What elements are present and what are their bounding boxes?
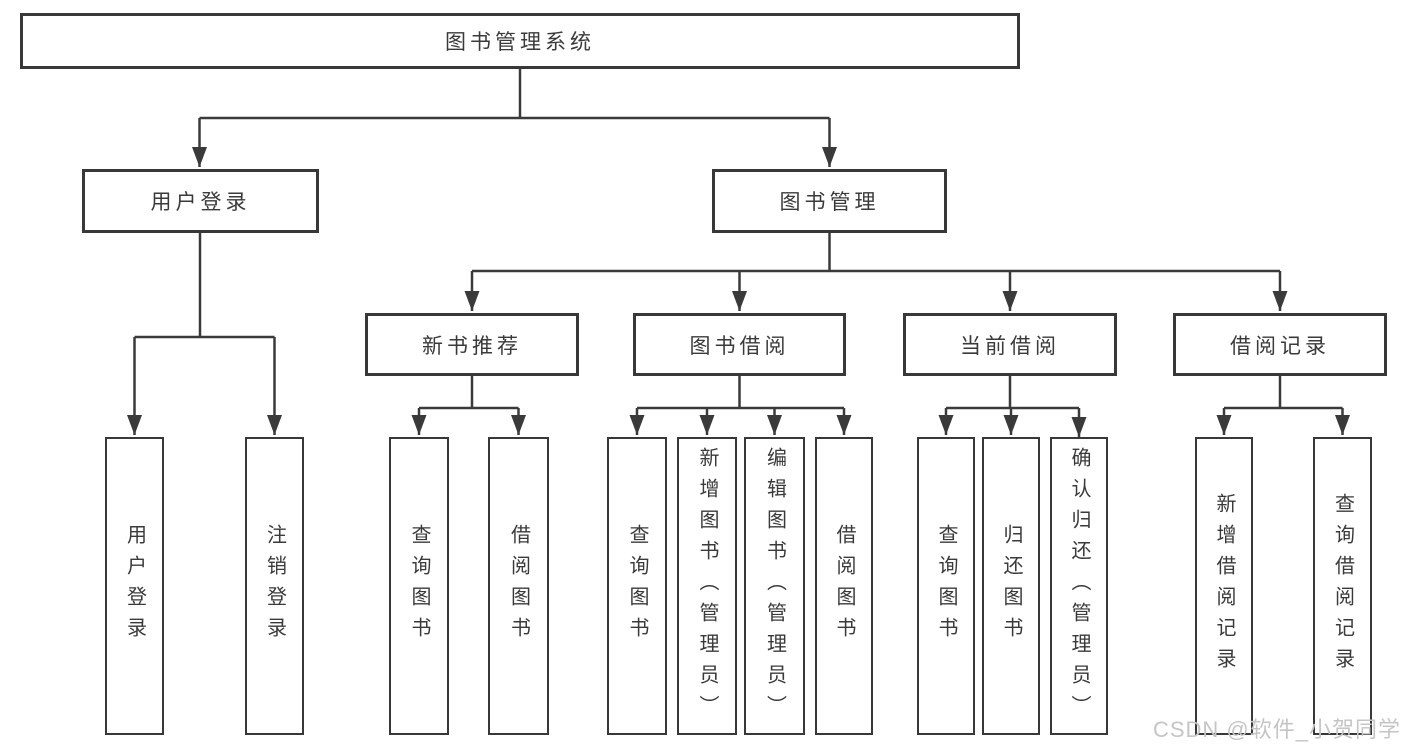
leaf-borrow-query-books: 查询图书 bbox=[607, 437, 667, 735]
leaf-borrow-add-books-admin: 新增图书（管理员） bbox=[677, 437, 737, 735]
node-book-management: 图书管理 bbox=[712, 169, 947, 233]
node-label: 新书推荐 bbox=[422, 334, 522, 358]
leaf-current-return-books: 归还图书 bbox=[982, 437, 1040, 735]
leaf-records-query-borrow-record: 查询借阅记录 bbox=[1313, 437, 1372, 735]
node-label: 图书管理系统 bbox=[445, 31, 595, 54]
node-label: 借阅记录 bbox=[1230, 334, 1330, 358]
node-label: 图书借阅 bbox=[689, 334, 790, 358]
leaf-current-confirm-return-admin: 确认归还（管理员） bbox=[1050, 437, 1108, 735]
node-library-management-system: 图书管理系统 bbox=[20, 13, 1020, 69]
leaf-newrec-borrow-books: 借阅图书 bbox=[488, 437, 549, 735]
node-label: 用户登录 bbox=[150, 191, 251, 214]
leaf-borrow-borrow-books: 借阅图书 bbox=[815, 437, 873, 735]
node-book-borrow: 图书借阅 bbox=[633, 313, 846, 376]
leaf-label: 归还图书 bbox=[1000, 524, 1022, 648]
leaf-label: 确认归还（管理员） bbox=[1068, 446, 1090, 726]
leaf-borrow-edit-books-admin: 编辑图书（管理员） bbox=[744, 437, 805, 735]
node-user-login: 用户登录 bbox=[82, 169, 319, 233]
leaf-label: 查询图书 bbox=[626, 524, 648, 648]
leaf-label: 编辑图书（管理员） bbox=[763, 446, 786, 726]
leaf-label: 查询借阅记录 bbox=[1331, 493, 1354, 679]
leaf-label: 注销登录 bbox=[263, 524, 286, 648]
leaf-label: 新增借阅记录 bbox=[1213, 493, 1235, 679]
leaf-label: 查询图书 bbox=[408, 524, 430, 648]
leaf-current-query-books: 查询图书 bbox=[917, 437, 975, 735]
node-borrow-records: 借阅记录 bbox=[1173, 313, 1387, 376]
leaf-newrec-query-books: 查询图书 bbox=[389, 437, 449, 735]
leaf-label: 查询图书 bbox=[935, 524, 957, 648]
node-label: 当前借阅 bbox=[960, 334, 1060, 358]
node-label: 图书管理 bbox=[779, 191, 880, 214]
leaf-label: 新增图书（管理员） bbox=[696, 446, 718, 726]
leaf-label: 借阅图书 bbox=[507, 524, 530, 648]
leaf-logout: 注销登录 bbox=[245, 437, 304, 735]
node-new-book-recommend: 新书推荐 bbox=[365, 313, 579, 376]
leaf-label: 用户登录 bbox=[123, 524, 146, 648]
node-current-borrow: 当前借阅 bbox=[903, 313, 1117, 376]
leaf-records-add-borrow-record: 新增借阅记录 bbox=[1195, 437, 1253, 735]
leaf-user-login: 用户登录 bbox=[105, 437, 164, 735]
leaf-label: 借阅图书 bbox=[833, 524, 855, 648]
csdn-watermark: CSDN @软件_小贺同学 bbox=[1152, 717, 1401, 742]
